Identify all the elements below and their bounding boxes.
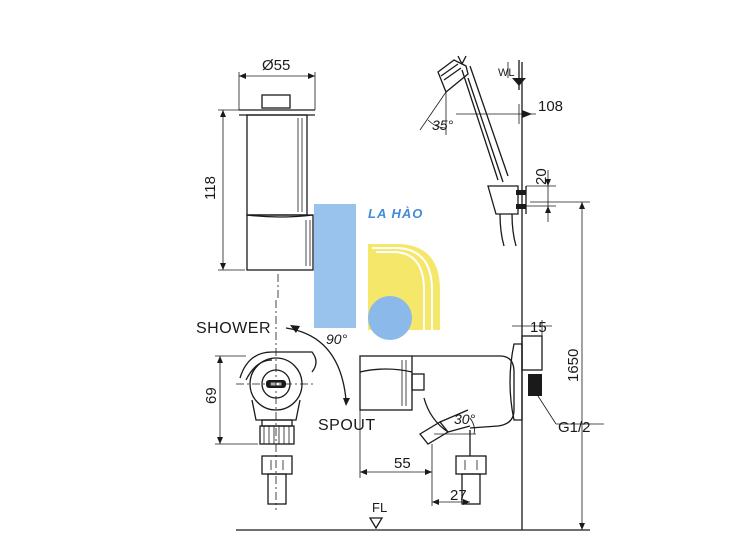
floor-level: FL [372,500,387,515]
dim-diameter: Ø55 [262,57,290,74]
watermark-logo: LA HÀO [314,204,440,340]
logo-blue-bar [314,204,356,328]
dim-body-69: 69 [203,387,220,404]
dim-bracket-height: 20 [533,168,550,185]
wall-marker: WL [498,67,515,79]
angle-shower-tilt: 35° [432,117,454,133]
logo-text: LA HÀO [368,206,423,221]
dim-wall-gap: 15 [530,319,547,336]
dim-total-height: 1650 [565,349,582,382]
dim-spout-length: 55 [394,455,411,472]
label-shower: SHOWER [196,320,271,337]
wall-and-height: 1650 FL [236,62,590,531]
body-side-view: Ø55 118 [202,57,316,300]
dim-body-height: 118 [202,176,219,200]
dim-shower-offset: 108 [538,98,563,115]
mixer-front-view: SHOWER SPOUT 90° 69 [196,300,376,510]
thread-size: G1/2 [558,419,591,436]
label-spout: SPOUT [318,417,376,434]
angle-spout: 30° [454,411,476,427]
mixer-side-view: 30° 15 G1/2 55 27 [359,319,604,506]
dim-spout-offset: 27 [450,487,467,504]
hand-shower-view: WL 35° 108 20 [419,55,563,247]
angle-handle-rotation: 90° [326,331,348,347]
logo-blue-circle [368,296,412,340]
